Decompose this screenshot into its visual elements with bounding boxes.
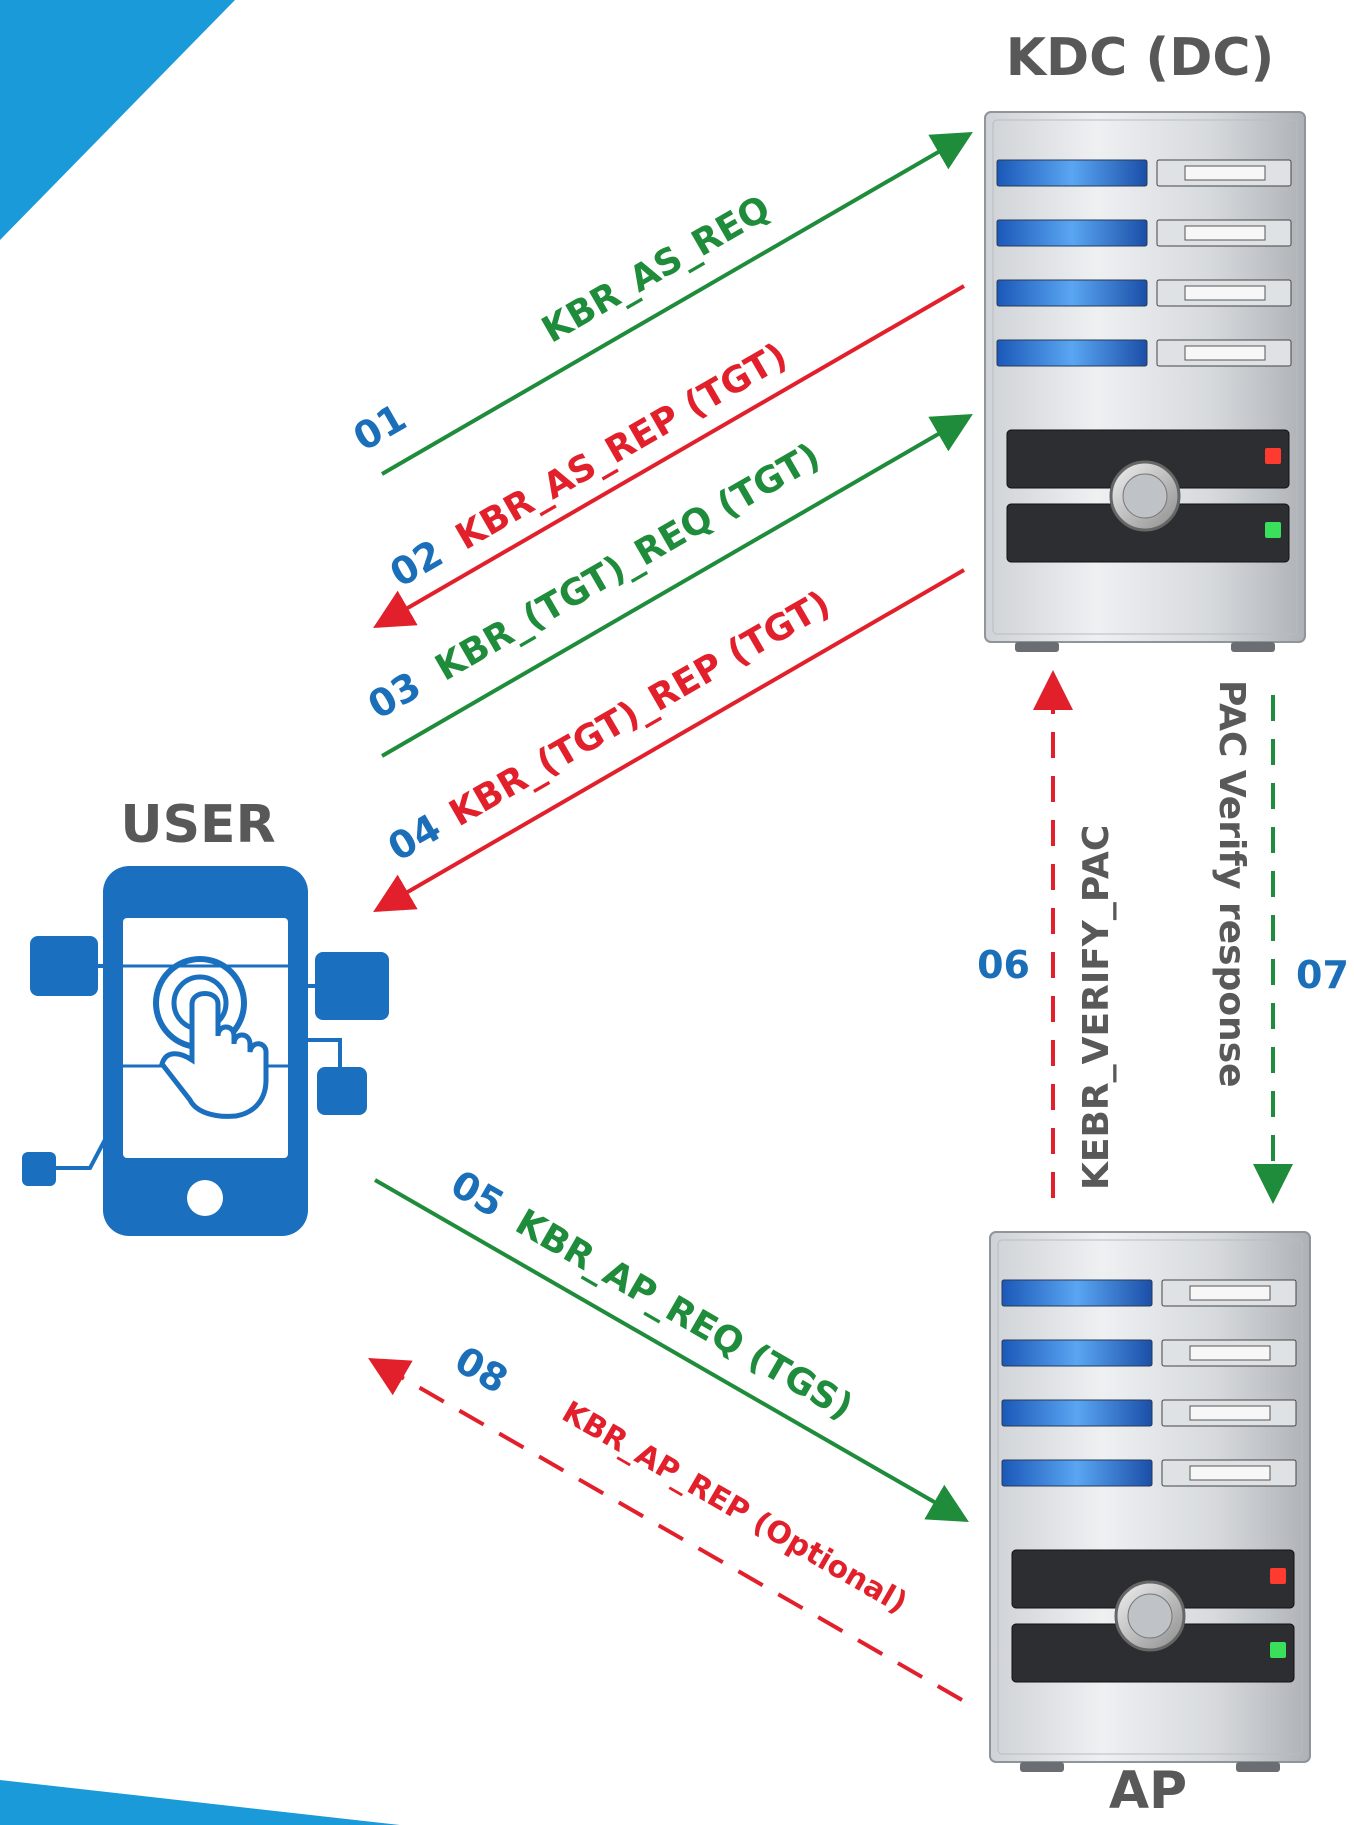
step-01-label: KBR_AS_REQ <box>535 188 777 351</box>
step-06-label: KEBR_VERIFY_PAC <box>1076 825 1117 1190</box>
step-05-number: 05 <box>444 1162 512 1227</box>
arrow-03 <box>380 413 973 758</box>
step-01-number: 01 <box>346 395 414 460</box>
arrow-08 <box>368 1358 963 1702</box>
arrow-01 <box>380 131 973 476</box>
arrow-05 <box>374 1178 969 1522</box>
step-04-number: 04 <box>381 805 449 870</box>
arrow-04 <box>373 568 966 913</box>
step-08-label: KBR_AP_REP (Optional) <box>556 1395 913 1621</box>
ap-label: AP <box>1109 1761 1187 1821</box>
user-label: USER <box>120 795 275 855</box>
step-07-number: 07 <box>1296 953 1349 997</box>
arrow-02 <box>373 284 966 629</box>
step-07-label: PAC Verify response <box>1211 680 1252 1088</box>
step-05-label: KBR_AP_REQ (TGS) <box>508 1202 859 1428</box>
kdc-label: KDC (DC) <box>1006 28 1275 88</box>
corner-accent-top <box>0 0 235 240</box>
smartphone-touch-icon <box>22 866 389 1236</box>
step-02-label: KBR_AS_REP (TGT) <box>449 335 794 558</box>
step-08-number: 08 <box>448 1338 516 1403</box>
kdc-server-icon <box>983 110 1307 654</box>
step-06-number: 06 <box>977 943 1030 987</box>
ap-server-icon <box>988 1230 1312 1774</box>
corner-accent-bottom <box>0 1780 400 1825</box>
step-03-number: 03 <box>361 663 429 728</box>
step-02-number: 02 <box>383 531 451 596</box>
